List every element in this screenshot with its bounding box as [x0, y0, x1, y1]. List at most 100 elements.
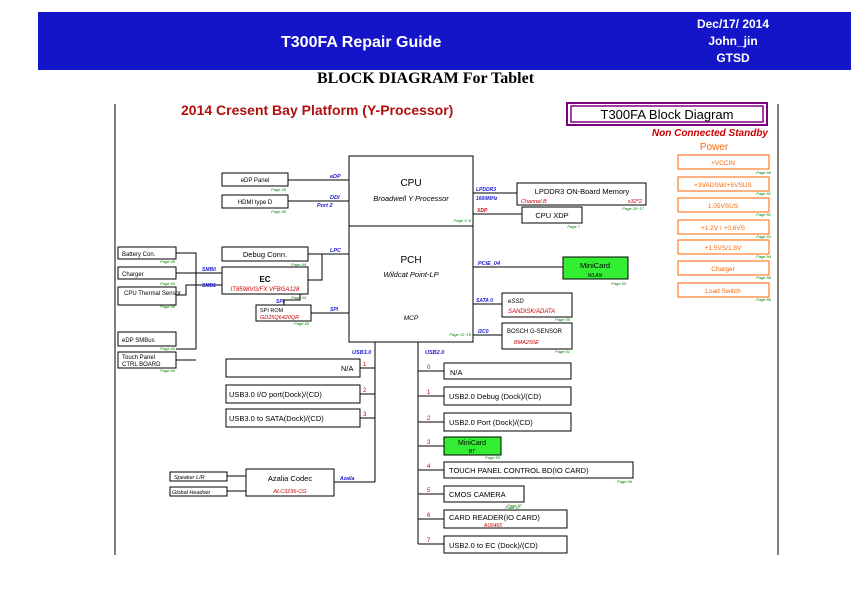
cpu-desc: Broadwell Y Processor [373, 194, 449, 203]
block-title-inner [570, 105, 764, 123]
smb0-label: SMB0 [202, 267, 216, 273]
i2c-label: I2C0 [478, 329, 489, 335]
power-page: Page 96 [756, 297, 772, 302]
ddi-signal: DDI [330, 195, 340, 201]
power-box [677, 219, 770, 235]
ctrl-board-label: CTRL BOARD [122, 362, 161, 368]
pch-desc: Wildcat Point-LP [383, 270, 438, 279]
power-page: Page 94 [756, 254, 772, 259]
usb2-port-label: CARD READER(IO CARD) [449, 513, 540, 522]
cpu-box [348, 155, 474, 227]
gsensor-part: BMA250E [514, 340, 539, 346]
block-title-box [566, 102, 768, 126]
card-reader-page: Page 67 [505, 505, 521, 510]
power-box [677, 282, 770, 298]
wlan-page: Page 53 [611, 281, 627, 286]
ec-part: IT8598VG/FX VFBGA128 [231, 287, 300, 293]
memory-channel: Channel B [521, 199, 547, 205]
power-label: +3VADSW/+5VSUS [694, 182, 752, 189]
bt-page: Page 53 [485, 455, 501, 460]
page-subtitle: BLOCK DIAGRAM For Tablet [316, 70, 535, 87]
usb2-bus-label: USB2.0 [425, 350, 444, 356]
spi-rom-page: Page 40 [294, 321, 310, 326]
memory-page: Page 15~17 [622, 206, 644, 211]
hdmi-label: HDMI type D [238, 200, 273, 206]
memory-size: x32*2 [627, 199, 642, 205]
usb3-port-label: USB3.0 to SATA(Dock)/(CD) [229, 414, 324, 423]
minicard-wlan-box [562, 256, 629, 280]
pch-page: Page 10~18 [449, 332, 471, 337]
edp-page: Page 45 [271, 187, 287, 192]
lpc-label: LPC [330, 248, 342, 254]
power-label: +VCCIN [711, 160, 735, 167]
usb3-port-num: 1 [363, 362, 367, 368]
edp-panel-label: eDP Panel [241, 178, 270, 184]
essd-label: eSSD [508, 299, 524, 305]
smb1-bus [176, 284, 222, 296]
usb2-port-label: N/A [450, 368, 463, 377]
card-reader-part: AU6465 [483, 523, 502, 529]
pch-label: PCH [400, 255, 421, 266]
charger-page: Page 94 [160, 281, 176, 286]
guide-meta: Dec/17/ 2014 John_jin GTSD [658, 16, 808, 67]
essd-vendor: SANDISK/ADATA [508, 309, 555, 315]
lpc-link [308, 253, 323, 281]
usb2-port-num: 2 [427, 416, 431, 422]
xdp-page: Page 7 [567, 224, 580, 229]
edp-signal: eDP [330, 174, 341, 180]
camera-page: Page 57 [507, 503, 523, 508]
usb3-port-label: USB3.0 I/O port(Dock)/(CD) [229, 390, 322, 399]
usb3-port-num: 2 [363, 388, 367, 394]
usb2-port-num: 1 [427, 390, 431, 396]
guide-author: John_jin [708, 34, 758, 48]
edp-smbus-page: Page 45 [160, 346, 176, 351]
power-label: Load Switch [705, 288, 741, 295]
power-label: 1.05VSUS [708, 203, 739, 210]
thermal-label: CPU Thermal Sensor [124, 291, 181, 297]
essd-box [501, 292, 573, 318]
power-page: Page 92 [756, 212, 772, 217]
gsensor-label: BOSCH G-SENSOR [507, 329, 563, 335]
power-box [677, 176, 770, 192]
touch-card-page: Page 66 [617, 479, 633, 484]
battery-page: Page 48 [160, 259, 176, 264]
lpddr3-speed: 1600MHz [476, 196, 498, 202]
gsensor-page: Page 61 [555, 349, 570, 354]
standby-label: Non Connected Standby [652, 128, 769, 139]
essd-page: Page 55 [555, 317, 571, 322]
power-box [677, 197, 770, 213]
xdp-signal: XDP [476, 208, 488, 214]
bt-label: BT [469, 449, 476, 455]
gsensor-box [501, 322, 573, 350]
usb2-port-box [443, 362, 572, 380]
ec-page: Page 44 [291, 295, 307, 300]
thermal-page: Page 58 [160, 304, 176, 309]
ec-label: EC [259, 275, 270, 284]
pch-box [348, 225, 474, 343]
power-label: +1.5VS/1.8V [705, 245, 742, 252]
power-label: Charger [711, 266, 735, 273]
usb3-port-num: 3 [363, 412, 367, 418]
usb2-links: 0 1 2 3 4 5 6 7 [418, 365, 444, 545]
lpddr3-signal: LPDDR3 [476, 187, 496, 193]
usb2-port-num: 3 [427, 440, 431, 446]
touch-panel-label: Touch Panel [122, 355, 155, 361]
xdp-box [521, 206, 583, 224]
edp-smbus-box [117, 331, 177, 347]
minicard-bt-label: MiniCard [458, 440, 486, 447]
headset-label: Global Headset [172, 490, 210, 496]
spi-ec-line [283, 294, 301, 305]
cpu-label: CPU [400, 178, 421, 189]
guide-dept: GTSD [716, 51, 750, 65]
power-page: Page 93 [756, 234, 772, 239]
power-list: +VCCIN +3VADSW/+5VSUS 1.05VSUS +1.2V / +… [677, 154, 772, 302]
memory-box [516, 182, 647, 206]
smb0-bus [176, 252, 197, 350]
power-page: Page 95 [756, 275, 772, 280]
debug-page: Page 44 [291, 262, 307, 267]
spi-label: SPI [330, 307, 339, 313]
usb3-bus-label: USB3.0 [352, 350, 371, 356]
usb2-port-label: USB2.0 Port (Dock)/(CD) [449, 418, 533, 427]
usb2-port-num: 0 [427, 365, 431, 371]
